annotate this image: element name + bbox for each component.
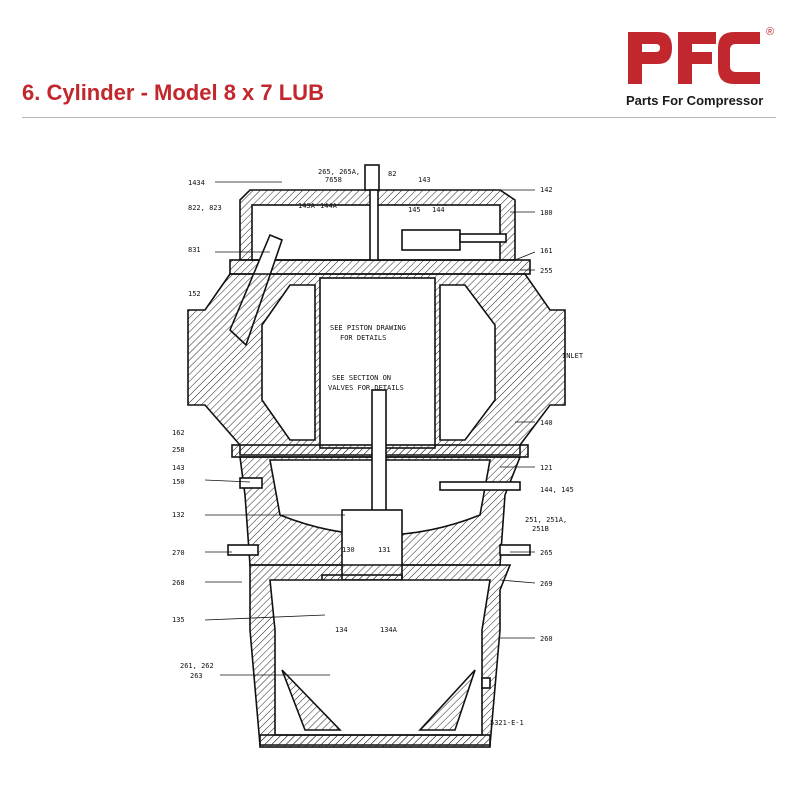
page-title: 6. Cylinder - Model 8 x 7 LUB	[22, 80, 324, 105]
valves-note-line2: VALVES FOR DETAILS	[328, 384, 404, 392]
callout-261-262: 261, 262	[180, 662, 214, 670]
callout-150: 150	[172, 478, 185, 486]
callout-143-top: 143	[418, 176, 431, 184]
callout-269: 269	[540, 580, 553, 588]
callout-258: 258	[172, 446, 185, 454]
callout-831: 831	[188, 246, 201, 254]
callout-251-251a: 251, 251A,	[525, 516, 567, 524]
callout-260: 260	[540, 635, 553, 643]
callout-144a: 144A	[320, 202, 338, 210]
callout-130: 130	[342, 546, 355, 554]
callout-82: 82	[388, 170, 396, 178]
callout-145: 145	[408, 206, 421, 214]
page-header: 6. Cylinder - Model 8 x 7 LUB ® Parts Fo…	[0, 0, 800, 120]
callout-135: 135	[172, 616, 185, 624]
piston-note-line1: SEE PISTON DRAWING	[330, 324, 406, 332]
header-divider	[22, 117, 776, 118]
callout-144: 144	[432, 206, 445, 214]
callout-131: 131	[378, 546, 391, 554]
callout-144-145: 144, 145	[540, 486, 574, 494]
callout-161: 161	[540, 247, 553, 255]
callout-822-823: 822, 823	[188, 204, 222, 212]
callout-265-right: 265	[540, 549, 553, 557]
callout-1434: 1434	[188, 179, 205, 187]
callout-263: 263	[190, 672, 203, 680]
callout-7658: 7658	[325, 176, 342, 184]
valves-note-line1: SEE SECTION ON	[332, 374, 391, 382]
callout-270: 270	[172, 549, 185, 557]
callout-180: 180	[540, 209, 553, 217]
callout-143-mid: 143	[172, 464, 185, 472]
callout-268: 268	[172, 579, 185, 587]
callout-255: 255	[540, 267, 553, 275]
callout-152: 152	[188, 290, 201, 298]
callout-140: 140	[540, 419, 553, 427]
callout-251b: 251B	[532, 525, 549, 533]
callout-142: 142	[540, 186, 553, 194]
pfc-logo-icon	[628, 32, 760, 84]
piston-note-line2: FOR DETAILS	[340, 334, 386, 342]
callout-265-265a: 265, 265A,	[318, 168, 360, 176]
callout-143a: 143A	[298, 202, 316, 210]
callout-132: 132	[172, 511, 185, 519]
brand-logo: ® Parts For Compressor	[624, 26, 784, 116]
callout-134a: 134A	[380, 626, 398, 634]
callout-134: 134	[335, 626, 348, 634]
callout-inlet: INLET	[562, 352, 584, 360]
drawing-number: 5321-E-1	[490, 719, 524, 727]
callout-121: 121	[540, 464, 553, 472]
logo-tagline: Parts For Compressor	[626, 93, 764, 108]
registered-mark: ®	[766, 26, 775, 38]
callout-162: 162	[172, 429, 185, 437]
cylinder-diagram: SEE PISTON DRAWING FOR DETAILS SEE SECTI…	[172, 164, 584, 748]
